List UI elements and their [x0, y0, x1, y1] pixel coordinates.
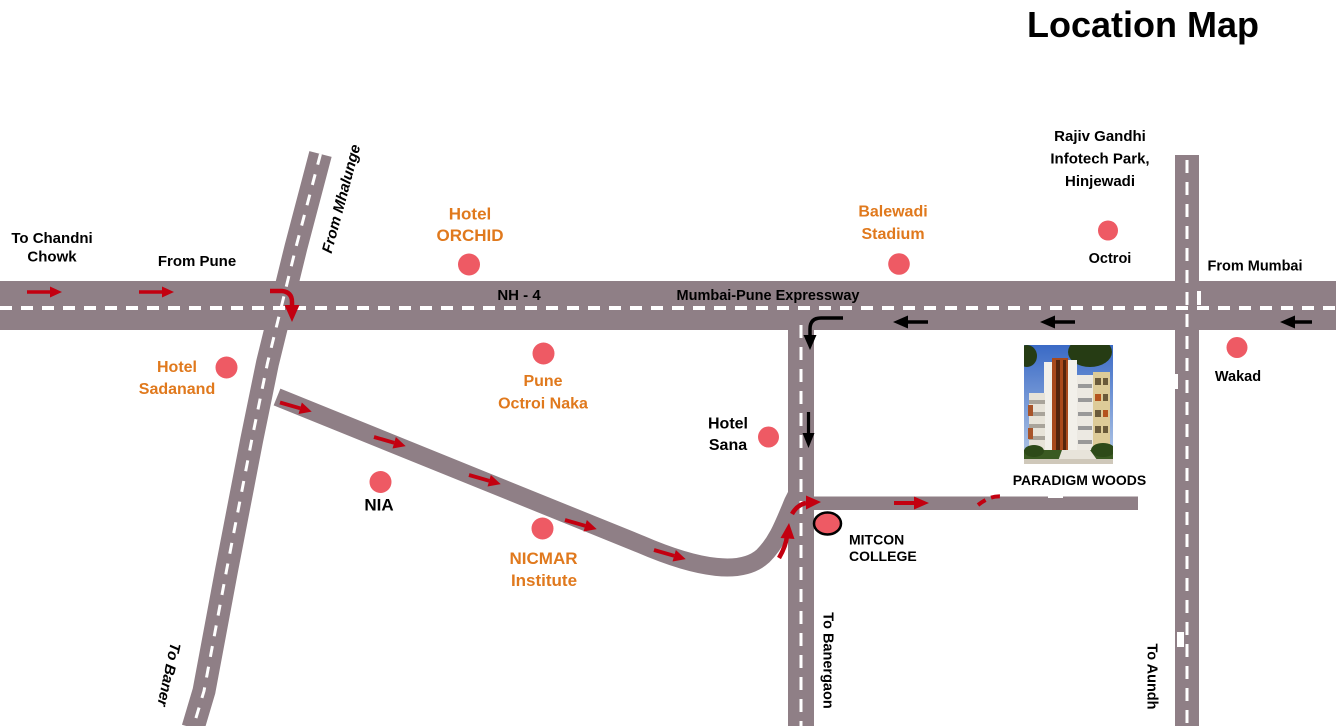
svg-text:To Chandni: To Chandni — [11, 230, 92, 247]
svg-text:COLLEGE: COLLEGE — [849, 548, 917, 564]
svg-text:From Mumbai: From Mumbai — [1207, 259, 1302, 275]
svg-text:NICMAR: NICMAR — [510, 549, 578, 568]
svg-text:Balewadi: Balewadi — [858, 204, 927, 221]
svg-text:Institute: Institute — [511, 571, 577, 590]
svg-text:From Pune: From Pune — [158, 253, 236, 270]
svg-text:Sana: Sana — [709, 437, 747, 454]
svg-text:Chowk: Chowk — [27, 249, 77, 266]
svg-text:Hinjewadi: Hinjewadi — [1065, 173, 1135, 190]
svg-text:Infotech Park,: Infotech Park, — [1050, 151, 1149, 168]
svg-text:Mumbai-Pune Expressway: Mumbai-Pune Expressway — [677, 288, 860, 304]
svg-text:Octroi: Octroi — [1089, 251, 1132, 267]
svg-text:Octroi Naka: Octroi Naka — [498, 396, 588, 413]
svg-text:Hotel: Hotel — [449, 205, 492, 224]
svg-text:Location Map: Location Map — [1027, 4, 1259, 45]
svg-text:Rajiv Gandhi: Rajiv Gandhi — [1054, 128, 1146, 145]
svg-text:Pune: Pune — [523, 373, 562, 390]
svg-text:ORCHID: ORCHID — [436, 226, 503, 245]
svg-text:Hotel: Hotel — [708, 416, 748, 433]
svg-text:NH - 4: NH - 4 — [497, 287, 541, 304]
svg-text:Sadanand: Sadanand — [139, 381, 215, 398]
svg-text:To Banergaon: To Banergaon — [820, 612, 836, 708]
svg-text:Hotel: Hotel — [157, 359, 197, 376]
svg-text:Stadium: Stadium — [861, 226, 924, 243]
svg-text:MITCON: MITCON — [849, 532, 904, 548]
svg-text:Wakad: Wakad — [1215, 369, 1261, 385]
svg-text:PARADIGM WOODS: PARADIGM WOODS — [1013, 472, 1147, 488]
svg-text:To Aundh: To Aundh — [1144, 643, 1160, 709]
svg-text:NIA: NIA — [364, 496, 393, 515]
